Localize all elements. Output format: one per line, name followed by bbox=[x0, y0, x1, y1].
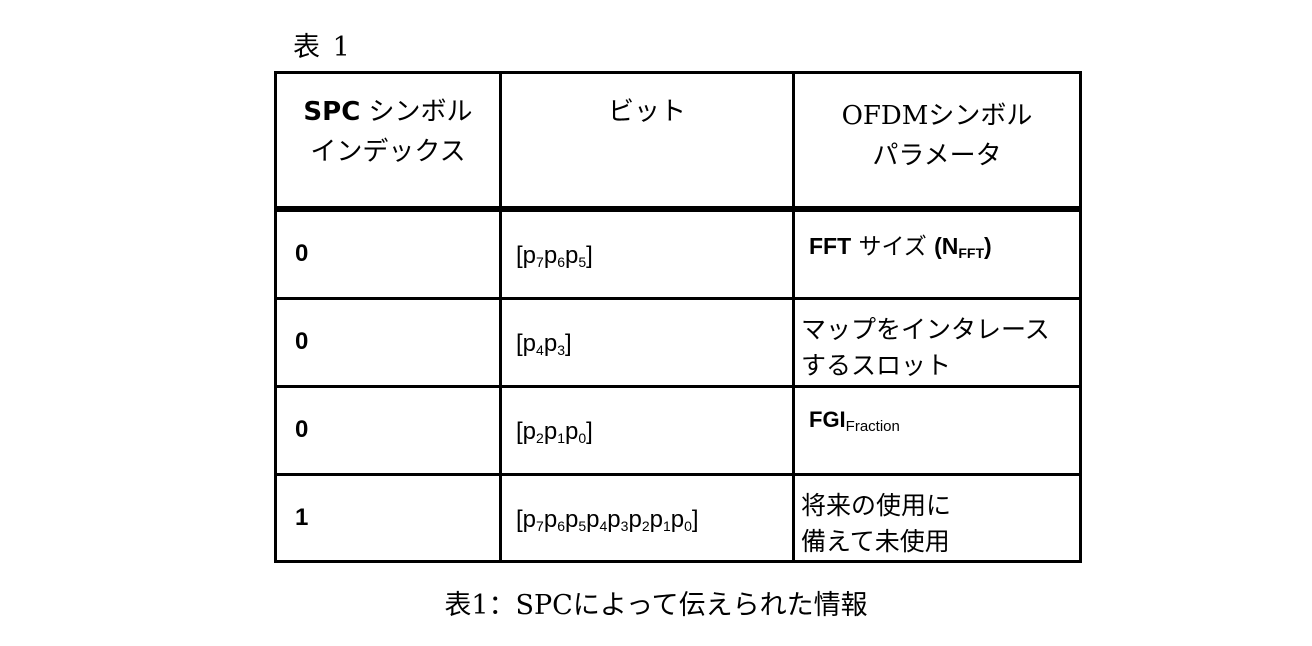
param-fft-size: FFT サイズ (NFFT) bbox=[795, 212, 1079, 271]
header-bits: ビット bbox=[501, 73, 794, 210]
bit-letter: p bbox=[628, 506, 641, 533]
index-cell: 1 bbox=[276, 475, 501, 562]
param-fgi: FGIFraction bbox=[795, 388, 1079, 445]
bit-letter: p bbox=[544, 506, 557, 533]
bit-subscript: 1 bbox=[663, 518, 671, 534]
table-row: 0[p7p6p5]FFT サイズ (NFFT) bbox=[276, 209, 1081, 299]
param-line2: するスロット bbox=[801, 348, 1079, 384]
symbol-index: 1 bbox=[277, 476, 499, 532]
param-fft-close: ) bbox=[984, 233, 992, 259]
header-spc-rest: シンボル bbox=[360, 97, 472, 127]
bit-letter: p bbox=[565, 418, 578, 445]
header-bits-label: ビット bbox=[502, 74, 792, 132]
bracket-close: ] bbox=[586, 242, 593, 269]
bit-letter: p bbox=[565, 242, 578, 269]
header-index-line: インデックス bbox=[277, 132, 499, 172]
param-fgi-sub: Fraction bbox=[846, 418, 900, 435]
param-line1: マップをインタレース bbox=[801, 312, 1079, 348]
header-ofdm-line1: OFDMシンボル bbox=[795, 96, 1079, 136]
param-cell: FGIFraction bbox=[794, 387, 1081, 475]
bit-letter: p bbox=[544, 330, 557, 357]
table-caption: 表1：SPCによって伝えられた情報 bbox=[0, 583, 1312, 622]
header-ofdm-line2: パラメータ bbox=[795, 136, 1079, 176]
param-text: 将来の使用に備えて未使用 bbox=[795, 476, 1079, 560]
bit-subscript: 0 bbox=[578, 430, 586, 446]
bracket-open: [ bbox=[516, 506, 523, 533]
bracket-close: ] bbox=[565, 330, 572, 357]
bit-letter: p bbox=[523, 418, 536, 445]
bit-subscript: 7 bbox=[536, 518, 544, 534]
table-row: 0[p4p3]マップをインタレースするスロット bbox=[276, 299, 1081, 387]
param-text: マップをインタレースするスロット bbox=[795, 300, 1079, 384]
header-spc-bold: SPC bbox=[303, 97, 360, 127]
bit-subscript: 3 bbox=[557, 342, 565, 358]
table-label: 表 1 bbox=[293, 25, 352, 64]
bit-subscript: 2 bbox=[536, 430, 544, 446]
param-line1: 将来の使用に bbox=[801, 488, 1079, 524]
bit-letter: p bbox=[565, 506, 578, 533]
bit-letter: p bbox=[650, 506, 663, 533]
index-cell: 0 bbox=[276, 299, 501, 387]
spc-info-table: SPC シンボル インデックス ビット OFDMシンボル パラメータ 0[p7p… bbox=[274, 71, 1082, 563]
bits-cell: [p4p3] bbox=[501, 299, 794, 387]
param-fft-n: (N bbox=[934, 233, 958, 259]
bit-subscript: 2 bbox=[642, 518, 650, 534]
bits-value: [p2p1p0] bbox=[502, 388, 792, 446]
bit-letter: p bbox=[607, 506, 620, 533]
bit-letter: p bbox=[523, 242, 536, 269]
symbol-index: 0 bbox=[277, 300, 499, 356]
bit-letter: p bbox=[671, 506, 684, 533]
header-spc-symbol-index: SPC シンボル インデックス bbox=[276, 73, 501, 210]
bit-subscript: 4 bbox=[536, 342, 544, 358]
bits-value: [p7p6p5] bbox=[502, 212, 792, 270]
bits-cell: [p7p6p5p4p3p2p1p0] bbox=[501, 475, 794, 562]
bit-subscript: 6 bbox=[557, 518, 565, 534]
bits-value: [p7p6p5p4p3p2p1p0] bbox=[502, 476, 792, 534]
symbol-index: 0 bbox=[277, 388, 499, 444]
bit-letter: p bbox=[523, 506, 536, 533]
bit-letter: p bbox=[544, 418, 557, 445]
header-ofdm-params: OFDMシンボル パラメータ bbox=[794, 73, 1081, 210]
table-header-row: SPC シンボル インデックス ビット OFDMシンボル パラメータ bbox=[276, 73, 1081, 210]
param-cell: FFT サイズ (NFFT) bbox=[794, 209, 1081, 299]
bits-cell: [p2p1p0] bbox=[501, 387, 794, 475]
bit-letter: p bbox=[523, 330, 536, 357]
bits-cell: [p7p6p5] bbox=[501, 209, 794, 299]
bracket-close: ] bbox=[692, 506, 699, 533]
table-row: 0[p2p1p0]FGIFraction bbox=[276, 387, 1081, 475]
bracket-open: [ bbox=[516, 242, 523, 269]
index-cell: 0 bbox=[276, 387, 501, 475]
table-row: 1[p7p6p5p4p3p2p1p0]将来の使用に備えて未使用 bbox=[276, 475, 1081, 562]
bits-value: [p4p3] bbox=[502, 300, 792, 358]
bit-letter: p bbox=[544, 242, 557, 269]
param-fft-prefix: FFT bbox=[809, 233, 851, 259]
bit-subscript: 1 bbox=[557, 430, 565, 446]
param-fft-jp: サイズ bbox=[851, 234, 934, 260]
bit-subscript: 6 bbox=[557, 254, 565, 270]
param-fgi-main: FGI bbox=[809, 407, 846, 432]
param-fft-n-sub: FFT bbox=[958, 245, 984, 261]
param-line2: 備えて未使用 bbox=[801, 524, 1079, 560]
bit-subscript: 5 bbox=[578, 518, 586, 534]
param-cell: マップをインタレースするスロット bbox=[794, 299, 1081, 387]
bit-letter: p bbox=[586, 506, 599, 533]
param-cell: 将来の使用に備えて未使用 bbox=[794, 475, 1081, 562]
bit-subscript: 7 bbox=[536, 254, 544, 270]
bracket-open: [ bbox=[516, 330, 523, 357]
bit-subscript: 0 bbox=[684, 518, 692, 534]
bracket-open: [ bbox=[516, 418, 523, 445]
index-cell: 0 bbox=[276, 209, 501, 299]
bracket-close: ] bbox=[586, 418, 593, 445]
symbol-index: 0 bbox=[277, 212, 499, 268]
table-body: 0[p7p6p5]FFT サイズ (NFFT)0[p4p3]マップをインタレース… bbox=[276, 209, 1081, 562]
bit-subscript: 5 bbox=[578, 254, 586, 270]
